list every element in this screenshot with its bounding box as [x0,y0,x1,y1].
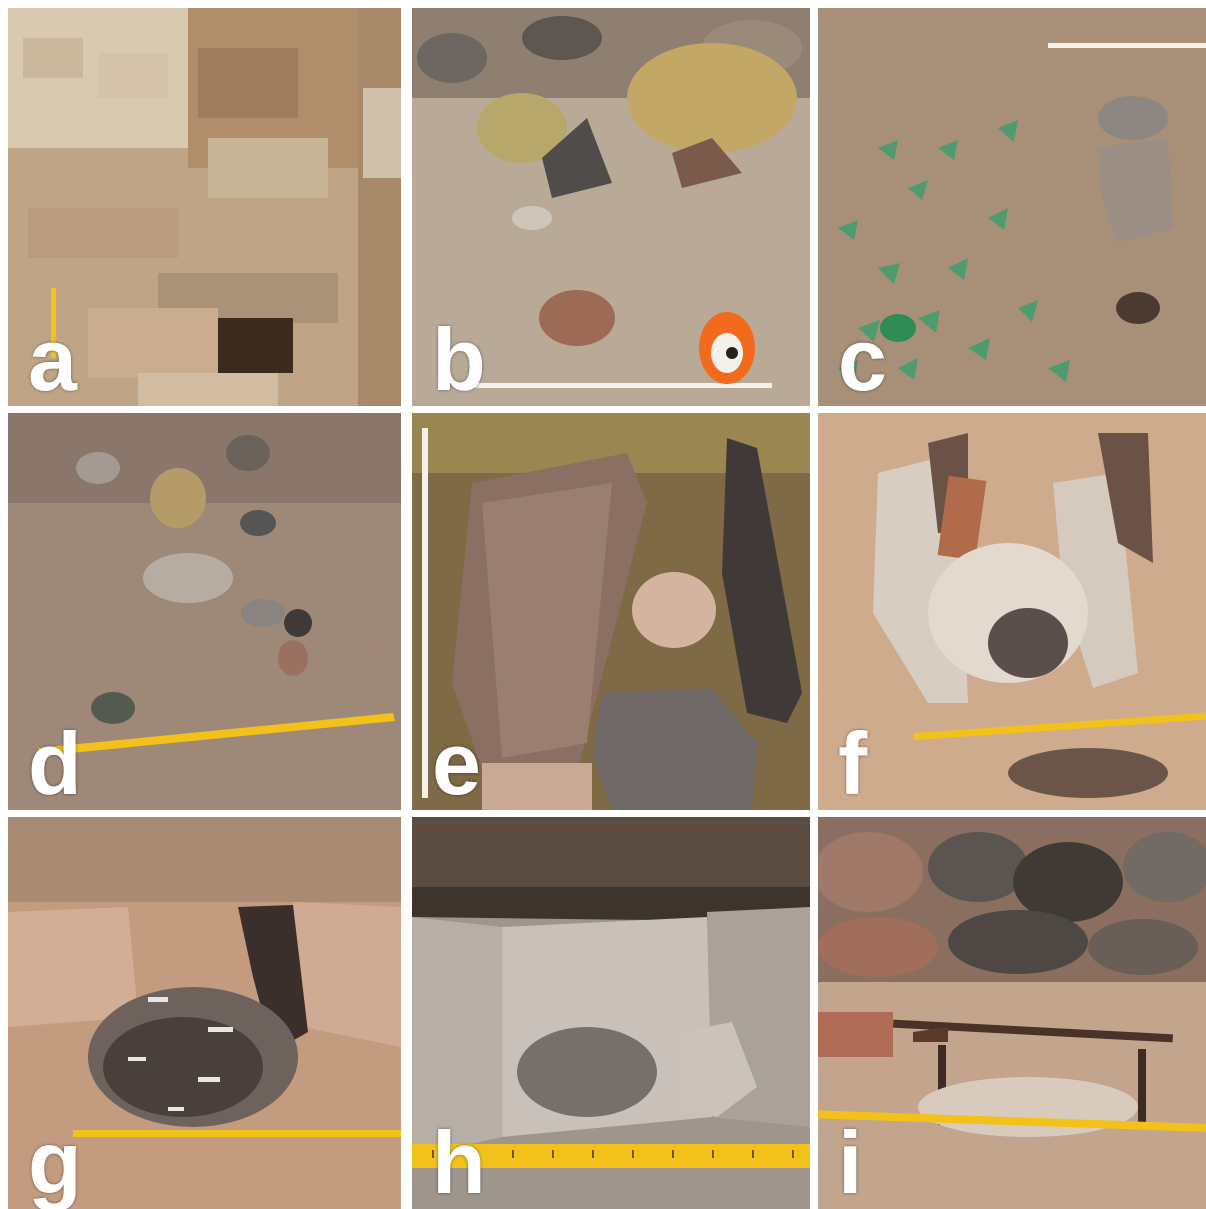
panel-label-c: c [838,310,887,406]
panel-label-i: i [838,1113,863,1209]
panel-h: h [412,817,810,1209]
panel-a: a [8,8,401,406]
photo-h [412,817,810,1209]
panel-label-b: b [432,310,486,406]
panel-d: d [8,413,401,810]
panel-b: b [412,8,810,406]
panel-f: f [818,413,1206,810]
photo-b [412,8,810,406]
panel-label-f: f [838,714,868,810]
photo-a [8,8,401,406]
photo-i [818,817,1206,1209]
photo-f [818,413,1206,810]
photo-c [818,8,1206,406]
photo-e [412,413,810,810]
panel-label-d: d [28,714,82,810]
photo-g [8,817,401,1209]
panel-label-h: h [432,1113,486,1209]
panel-i: i [818,817,1206,1209]
panel-label-e: e [432,714,481,810]
panel-e: e [412,413,810,810]
panel-label-a: a [28,310,77,406]
panel-g: g [8,817,401,1209]
panel-label-g: g [28,1113,82,1209]
panel-c: c [818,8,1206,406]
photo-d [8,413,401,810]
